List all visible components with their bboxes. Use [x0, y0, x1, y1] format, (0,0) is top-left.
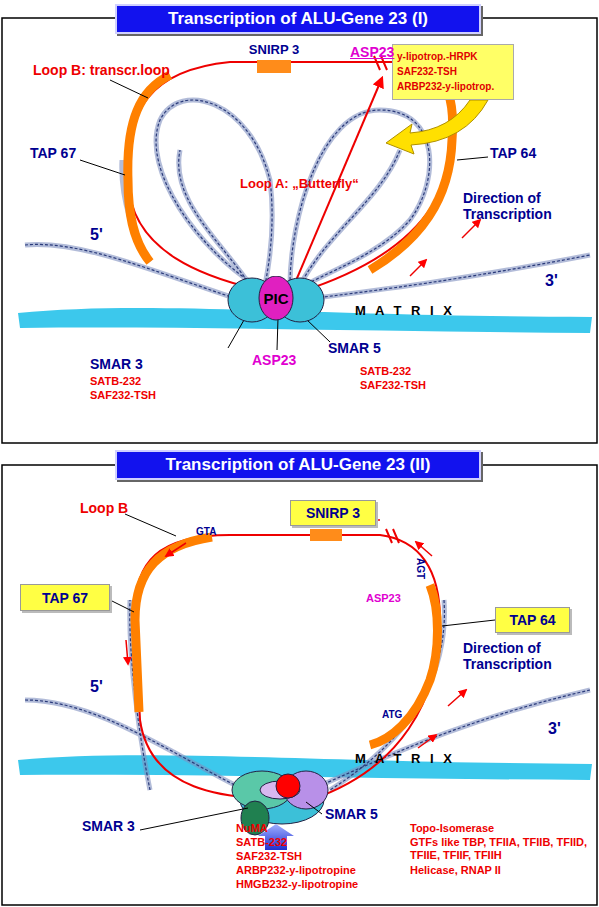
binding-arrow: [386, 100, 488, 154]
text-label: ATG: [382, 709, 402, 721]
leader-line: [125, 514, 176, 536]
text-label: NuMA: [236, 822, 268, 835]
direction-arrow: [416, 542, 432, 556]
text-label: SATB-232: [90, 375, 141, 388]
chromatin-fiber: [179, 150, 250, 285]
title-bar: Transcription of ALU-Gene 23 (I): [115, 4, 481, 34]
chromatin-fiber: [300, 255, 590, 300]
leader-line: [80, 160, 125, 175]
transcription-complex: [232, 771, 328, 835]
text-label: AGT: [415, 558, 427, 579]
direction-arrow: [418, 735, 436, 748]
chromatin-fiber: [25, 244, 240, 300]
title-bar: Transcription of ALU-Gene 23 (II): [115, 450, 481, 480]
text-label: Helicase, RNAP II: [410, 864, 501, 877]
text-label: Loop B: [80, 500, 128, 516]
direction-arrow: [126, 640, 128, 664]
leader-line: [110, 600, 134, 612]
text-label: SMAR 3: [82, 818, 135, 834]
leader-line: [110, 80, 148, 98]
text-label: TAP 64: [490, 145, 536, 161]
text-label: TAP 67: [30, 145, 76, 161]
node-text: Transcription of ALU-Gene 23 (I): [168, 9, 428, 29]
text-label: SAF232-TSH: [236, 850, 302, 863]
text-label: GTA: [196, 526, 216, 538]
text-label: SAF232-TSH: [90, 389, 156, 402]
chromatin-fiber: [300, 255, 590, 300]
node-text: SNIRP 3: [306, 505, 360, 521]
chromatin-fiber: [25, 600, 590, 795]
leader-line: [228, 320, 244, 348]
text-label: ASP23: [252, 352, 296, 368]
text-label: M A T R I X: [355, 304, 455, 319]
panel-frame: [2, 18, 597, 443]
chromatin-fiber: [25, 100, 590, 300]
node-text: y-lipotrop.-HRPK: [397, 49, 509, 64]
panel-frame: [2, 465, 597, 905]
text-label: Direction of Transcription: [463, 190, 575, 222]
direction-arrow: [462, 220, 480, 238]
text-label: SAF232-TSH: [360, 379, 426, 392]
chromatin-fiber: [25, 100, 590, 300]
chromatin-fiber: [25, 600, 590, 795]
annotation-box: y-lipotrop.-HRPKSAF232-TSHARBP232-y-lipo…: [392, 44, 514, 100]
leader-line: [306, 802, 322, 814]
direction-arrow: [126, 520, 466, 748]
node-text: Transcription of ALU-Gene 23 (II): [166, 455, 431, 475]
gene-segment: [370, 585, 438, 745]
text-label: Direction of Transcription: [463, 640, 575, 672]
node-text: TAP 64: [509, 612, 555, 628]
node-text: SNIRP 3: [249, 42, 299, 57]
text-label: ASP23: [350, 44, 394, 60]
text-label: SATB-232: [360, 365, 411, 378]
gene-segment-box: SNIRP 3: [244, 42, 304, 78]
cut-site: [386, 529, 399, 543]
gene-segment: [128, 75, 170, 262]
node-text: ARBP232-y-lipotrop.: [397, 79, 509, 94]
gene-label-box: TAP 67: [20, 584, 110, 611]
text-label: Topo-Isomerase: [410, 822, 494, 835]
direction-arrow: [448, 690, 466, 706]
text-label: SATB-232: [236, 836, 287, 849]
node-text: TAP 67: [42, 590, 88, 606]
node-text: SAF232-TSH: [397, 64, 509, 79]
text-label: ASP23: [366, 592, 401, 605]
text-label: 3': [548, 720, 561, 738]
gene-segment: [310, 529, 342, 541]
leader-line: [140, 808, 248, 830]
node-text: PIC: [226, 290, 326, 307]
leader-line: [442, 620, 495, 626]
leader-line: [457, 157, 488, 160]
text-label: M A T R I X: [355, 752, 455, 767]
text-label: GTFs like TBP, TFIIA, TFIIB, TFIID, TFII…: [410, 836, 588, 861]
text-label: Loop B: transcr.loop: [33, 62, 170, 78]
text-label: HMGB232-y-lipotropine: [236, 878, 358, 891]
leader-line: [110, 514, 495, 830]
text-label: Loop A: „Butterfly“: [240, 177, 359, 192]
text-label: SMAR 3: [90, 356, 143, 372]
text-label: 3': [545, 272, 558, 290]
leader-line: [277, 318, 278, 350]
gene-label-box: SNIRP 3: [290, 500, 376, 526]
direction-arrow: [410, 260, 426, 276]
leader-line: [80, 80, 488, 350]
text-label: 5': [90, 226, 103, 244]
text-label: ARBP232-y-lipotropine: [236, 864, 356, 877]
text-label: 5': [90, 678, 103, 696]
gene-label-box: TAP 64: [495, 607, 570, 633]
direction-arrow: [166, 543, 186, 556]
complex-part: [276, 774, 300, 798]
text-label: SMAR 5: [328, 340, 381, 356]
pic-complex: PIC: [226, 276, 326, 324]
gene-segment-bar: [257, 60, 291, 73]
chromatin-fiber: [179, 150, 250, 285]
text-label: SMAR 5: [325, 806, 378, 822]
chromatin-fiber: [25, 244, 240, 300]
leader-line: [305, 318, 330, 342]
gene-segment: [135, 537, 212, 712]
